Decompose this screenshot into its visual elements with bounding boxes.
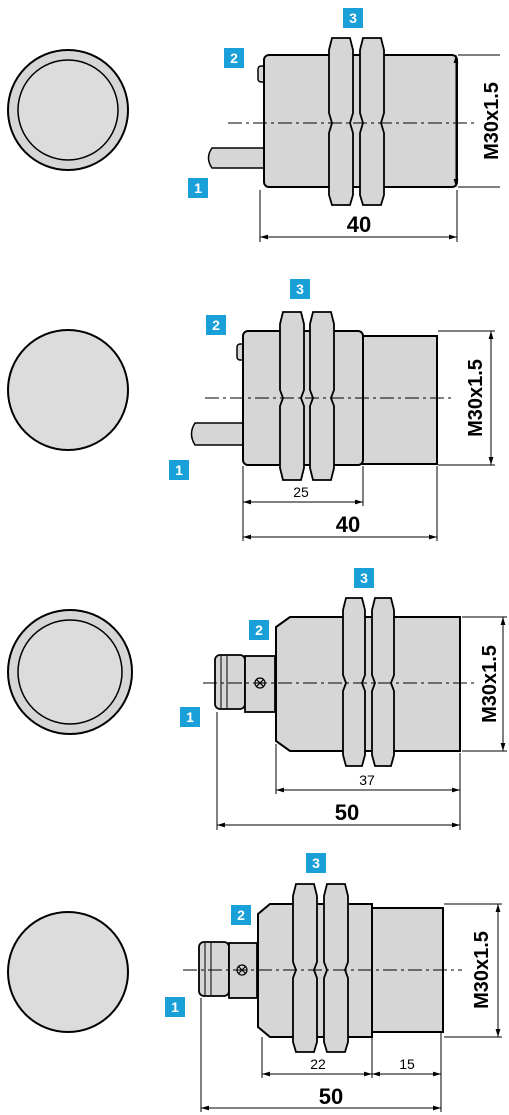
overall-length-label: 50 <box>319 1084 343 1109</box>
drawing-4: 22 15 50 M30x1.5 <box>7 883 502 1112</box>
front-view-inner <box>17 619 123 725</box>
connector-collar <box>244 655 276 713</box>
callout-marker-1: 1 <box>180 707 200 727</box>
drawing-3: 37 50 M30x1.5 <box>7 597 507 830</box>
overall-length-label: 50 <box>335 800 359 825</box>
front-view-face <box>7 911 129 1033</box>
cable <box>207 147 265 169</box>
thread-label: M30x1.5 <box>479 645 501 723</box>
front-view-face <box>7 329 129 451</box>
thread-length-label: 25 <box>293 484 309 500</box>
nut-2 <box>323 883 349 1053</box>
callout-marker-2: 2 <box>249 620 269 640</box>
sensor-body <box>275 616 461 752</box>
thread-label: M30x1.5 <box>481 82 503 160</box>
nut-1 <box>279 311 305 481</box>
callout-marker-1: 1 <box>188 178 208 198</box>
overall-length-label: 40 <box>347 212 371 237</box>
callout-marker-1: 1 <box>169 460 189 480</box>
connector-plug <box>214 654 246 710</box>
nut-1 <box>292 883 318 1053</box>
callout-marker-3: 3 <box>306 853 326 873</box>
drawing-2: 25 40 M30x1.5 <box>7 311 495 541</box>
nut-2 <box>371 597 395 767</box>
callout-marker-1: 1 <box>165 997 185 1017</box>
nut-1 <box>328 37 354 206</box>
sensor-cap <box>369 907 444 1033</box>
thread-length-label: 37 <box>359 772 375 788</box>
callout-marker-2: 2 <box>231 905 251 925</box>
callout-marker-2: 2 <box>206 315 226 335</box>
callout-marker-3: 3 <box>354 568 374 588</box>
callout-marker-3: 3 <box>290 279 310 299</box>
nut-2 <box>309 311 335 481</box>
thread-length-label: 22 <box>310 1056 326 1072</box>
front-view-inner <box>17 59 119 161</box>
callout-marker-2: 2 <box>224 48 244 68</box>
nut-2 <box>359 37 385 206</box>
thread-label: M30x1.5 <box>471 931 493 1009</box>
drawing-1: 40 M30x1.5 <box>7 37 503 242</box>
cap-length-label: 15 <box>399 1056 415 1072</box>
nut-1 <box>342 597 366 767</box>
thread-label: M30x1.5 <box>465 359 487 437</box>
cable <box>190 422 244 446</box>
callout-marker-3: 3 <box>343 8 363 28</box>
connector-plug <box>198 941 230 997</box>
sensor-cap <box>359 335 438 465</box>
overall-length-label: 40 <box>336 512 360 537</box>
